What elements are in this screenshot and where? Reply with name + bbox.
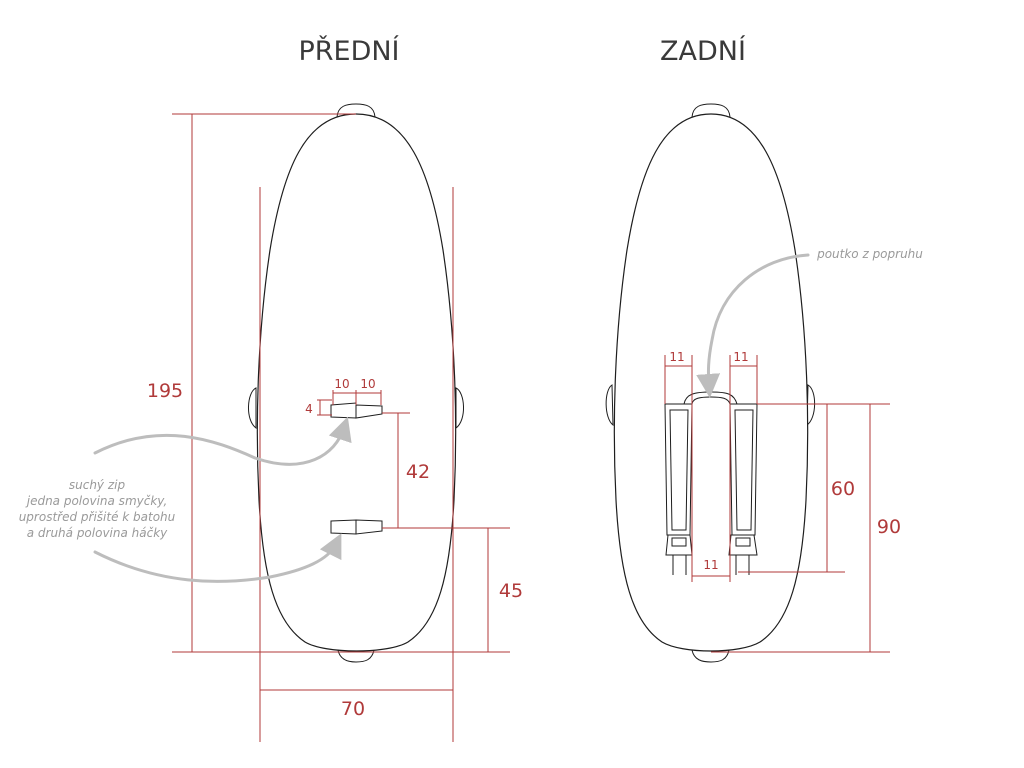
back-view-title: ZADNÍ [660,35,746,67]
velcro-note-line-4: a druhá polovina háčky [27,526,168,540]
back-bottom-handle [691,649,730,663]
dim-strap-gap-11: 11 [703,558,718,572]
dim-bottom-45: 45 [499,580,523,602]
annotation-arrow-loop [696,253,810,398]
dim-patch-height-4: 4 [305,402,313,416]
left-shoulder-strap [664,403,693,575]
annotation-arrow-bottom [93,533,342,583]
front-side-bump-left [248,387,257,429]
dim-strap-left-11: 11 [669,350,684,364]
velcro-note-line-2: jedna polovina smyčky, [25,494,168,508]
velcro-patch-bottom-right [355,519,383,535]
dim-strap-right-11: 11 [733,350,748,364]
velcro-patch-bottom [330,519,357,535]
velcro-note-line-1: suchý zip [69,478,126,492]
dim-patch-width-2: 10 [360,377,375,391]
velcro-patch-top [330,402,357,419]
front-bottom-handle [337,649,375,663]
back-view: 11 11 11 60 90 poutko z popruhu [605,103,923,663]
velcro-patch-top-right [355,404,383,419]
dim-patch-width-1: 10 [334,377,349,391]
velcro-note-line-3: uprostřed přišité k batohu [19,510,176,524]
front-view: 195 70 42 45 10 10 4 suchý zip jedna pol… [19,103,523,742]
dim-height-60: 60 [831,478,855,500]
dim-gap-42: 42 [406,461,430,483]
dim-height-90: 90 [877,516,901,538]
annotation-arrow-top [93,416,352,466]
back-dimension-lines [664,355,890,653]
back-top-handle [691,103,731,118]
dim-height-195: 195 [147,380,183,402]
front-dimension-lines [172,113,510,742]
front-body-outline [256,113,457,652]
velcro-note: suchý zip jedna polovina smyčky, uprostř… [19,478,176,540]
front-side-bump-right [455,387,464,429]
loop-note: poutko z popruhu [816,247,923,261]
dim-width-70: 70 [341,698,365,720]
right-shoulder-strap [728,403,758,575]
back-side-bump-left [605,384,614,427]
front-view-title: PŘEDNÍ [298,35,399,67]
